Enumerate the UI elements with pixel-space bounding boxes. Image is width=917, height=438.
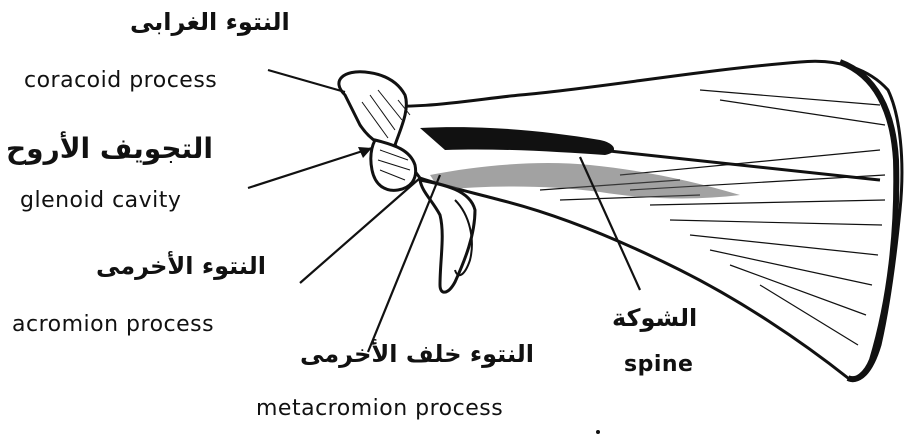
leader-metacromion — [368, 175, 440, 352]
acromion-label-arabic: النتوء الأخرمى — [96, 252, 266, 280]
glenoid-label-arabic: التجويف الأروح — [6, 132, 213, 165]
coracoid-label-english: coracoid process — [24, 68, 217, 93]
leader-glenoid — [248, 148, 372, 188]
glenoid-label-english: glenoid cavity — [20, 188, 181, 213]
metacromion-label-arabic: النتوء خلف الأخرمى — [300, 340, 534, 368]
acromion-label-english: acromion process — [12, 312, 214, 337]
spine-label-arabic: الشوكة — [612, 304, 697, 332]
stray-dot — [596, 430, 600, 434]
leader-coracoid — [268, 70, 345, 92]
acromion-shape — [420, 180, 475, 292]
coracoid-label-arabic: النتوء الغرابى — [130, 8, 290, 36]
coracoid-shape — [339, 72, 406, 147]
metacromion-label-english: metacromion process — [256, 396, 503, 421]
spine-label-english: spine — [624, 352, 693, 377]
